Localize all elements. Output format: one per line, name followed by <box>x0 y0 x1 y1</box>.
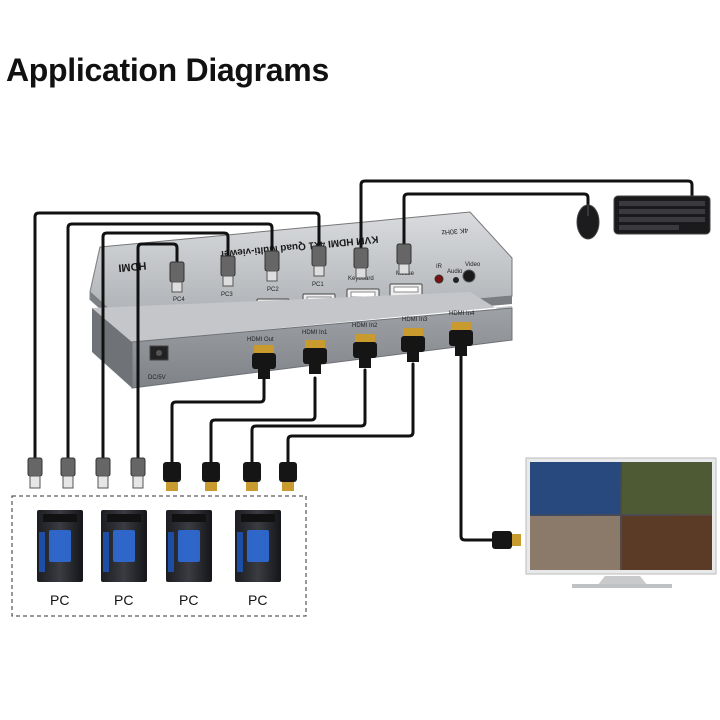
label-hdmi-in1: HDMI In1 <box>302 330 328 336</box>
label-usb-keyboard: Keyboard <box>348 276 374 282</box>
quad-view-1 <box>530 462 620 514</box>
hdmi-cable-in2 <box>209 376 317 464</box>
label-usb-pc2: PC2 <box>267 287 279 293</box>
video-button[interactable] <box>462 269 476 283</box>
hdmi-cable-in3 <box>250 368 367 464</box>
label-ir: IR <box>436 264 443 270</box>
pc-1 <box>37 510 83 582</box>
label-hdmi-out: HDMI Out <box>247 337 274 343</box>
label-usb-pc1: PC1 <box>312 282 324 288</box>
cables <box>33 179 694 542</box>
label-usb-pc3: PC3 <box>221 292 233 298</box>
quad-view-4 <box>622 516 712 570</box>
ir-sensor <box>434 274 444 284</box>
keyboard-cable <box>359 179 694 252</box>
pc-group-border <box>11 495 307 617</box>
usb-cable-pc4 <box>136 242 179 460</box>
pc-label-2: PC <box>114 592 133 608</box>
keyboard-icon <box>613 195 711 235</box>
audio-jack[interactable] <box>453 277 459 283</box>
kvm-switch: HDMI KVM HDMI 4x1 Quad Multi-viewer 4K 3… <box>89 211 513 389</box>
page-title: Application Diagrams <box>6 52 329 88</box>
mouse-icon <box>576 204 600 240</box>
hdmi-cable-in1 <box>170 376 266 464</box>
pc-label-4: PC <box>248 592 267 608</box>
usb-cable-pc2 <box>66 222 274 460</box>
pc-3 <box>166 510 212 582</box>
hdmi-cable-out <box>459 354 496 542</box>
hdmi-plugs-device <box>252 322 473 379</box>
label-power: DC/5V <box>148 375 166 381</box>
usb-cable-pc3 <box>101 231 230 460</box>
usb-cable-pc1 <box>33 211 321 460</box>
hdmi-cable-in4 <box>286 362 415 464</box>
label-hdmi-in3: HDMI In3 <box>402 317 428 323</box>
label-audio: Audio <box>447 269 463 275</box>
label-hdmi-in4: HDMI In4 <box>449 311 475 317</box>
quad-view-2 <box>622 462 712 514</box>
label-video: Video <box>465 262 481 268</box>
hdmi-plugs-bottom <box>163 462 297 491</box>
quad-view-3 <box>530 516 620 570</box>
monitor <box>525 457 717 588</box>
model-text: 4K 30Hz <box>441 226 469 236</box>
usb-plugs-bottom <box>27 457 146 489</box>
pc-label-1: PC <box>50 592 69 608</box>
mouse-cable <box>402 192 590 252</box>
hdmi-logo: HDMI <box>118 259 147 274</box>
pc-2 <box>101 510 147 582</box>
label-usb-pc4: PC4 <box>173 297 185 303</box>
label-hdmi-in2: HDMI In2 <box>352 323 378 329</box>
pc-4 <box>235 510 281 582</box>
usb-plugs-top <box>169 243 412 293</box>
hdmi-plug-monitor <box>492 531 521 549</box>
pc-label-3: PC <box>179 592 198 608</box>
